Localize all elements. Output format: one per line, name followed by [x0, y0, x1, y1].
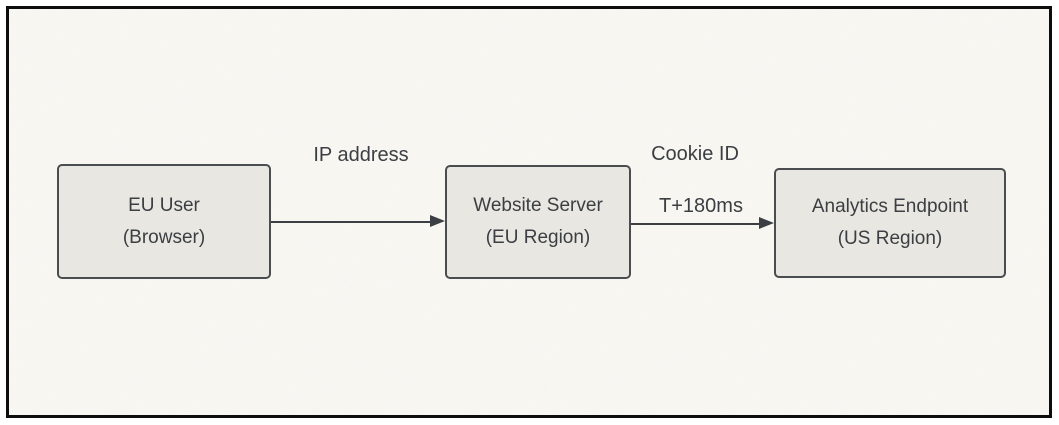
node-website-server: Website Server (EU Region): [445, 165, 631, 279]
diagram-layer: EU User (Browser) Website Server (EU Reg…: [9, 9, 1049, 415]
edge-label-ip-address: IP address: [313, 144, 409, 166]
node-sublabel: (EU Region): [485, 227, 591, 248]
node-sublabel: (Browser): [122, 226, 206, 248]
node-label: EU User: [128, 194, 200, 216]
node-sublabel: (US Region): [837, 228, 943, 249]
node-analytics-endpoint: Analytics Endpoint (US Region): [774, 168, 1006, 278]
edge-label-cookie-id: Cookie ID: [651, 143, 739, 165]
edge-label-timing: T+180ms: [659, 195, 743, 217]
arrow-website-server-to-analytics: [631, 217, 774, 229]
arrowhead-icon: [759, 217, 774, 229]
diagram-canvas: EU User (Browser) Website Server (EU Reg…: [6, 6, 1052, 418]
node-label: Analytics Endpoint: [811, 196, 969, 217]
arrowhead-icon: [430, 215, 445, 227]
node-eu-user: EU User (Browser): [57, 164, 271, 279]
node-label: Website Server: [473, 195, 603, 216]
arrow-eu-user-to-website-server: [271, 215, 445, 227]
